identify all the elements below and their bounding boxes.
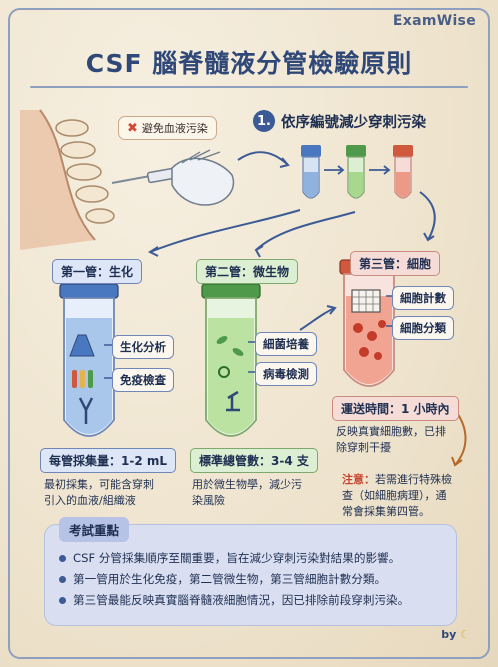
caution-line2: 查（如細胞病理），通 <box>342 488 447 502</box>
exam-point-text-2: 第一管用於生化免疫，第二管微生物，第三管細胞計數分類。 <box>73 572 387 587</box>
tube1-desc-line1: 最初採集，可能含穿刺 <box>44 478 154 491</box>
tube3-pill-diff: 細胞分類 <box>392 316 454 340</box>
arrow-tube2-to-tube3 <box>299 307 336 331</box>
tube1-desc-line2: 引入的血液/組織液 <box>44 493 136 507</box>
page-frame <box>8 8 490 659</box>
order-tube-1 <box>301 145 321 199</box>
bullet-icon <box>59 597 66 605</box>
tube2-desc-line1: 用於微生物學，減少污 <box>192 478 302 491</box>
exam-point-text-1: CSF 分管採集順序至關重要，旨在減少穿刺污染對結果的影響。 <box>73 551 401 565</box>
exam-title: 考試重點 <box>59 517 130 542</box>
order-tube-2 <box>346 145 366 199</box>
byline: by ☾ <box>441 628 470 641</box>
tube3-desc-line2: 除穿刺干擾 <box>336 440 391 454</box>
tube2-desc-line2: 染風險 <box>192 493 225 507</box>
tube3-desc-line1: 反映真實細胞數，已排 <box>336 425 446 438</box>
tube3-pill-count: 細胞計數 <box>392 286 454 310</box>
antibody-icon <box>78 397 94 424</box>
caution-line1: 若需進行特殊檢 <box>375 473 452 486</box>
virus-icon <box>218 366 230 378</box>
byline-text: by <box>441 628 457 641</box>
tube2-stat: 標準總管數：3-4 支 <box>190 448 318 473</box>
arrow-to-tube1 <box>149 209 301 253</box>
tube-3 <box>339 259 399 387</box>
tube1-pill-biochem: 生化分析 <box>112 335 174 359</box>
exam-point: 第三管最能反映真實腦脊髓液細胞情況，因已排除前段穿刺污染。 <box>59 593 454 608</box>
arrow-to-tube2 <box>255 211 356 251</box>
exam-point-text-3: 第三管最能反映真實腦脊髓液細胞情況，因已排除前段穿刺污染。 <box>73 593 410 608</box>
step-header: 1. 依序編號減少穿刺污染 <box>253 110 426 132</box>
caution-note: 注意：若需進行特殊檢 查（如細胞病理），通 常會採集第四管。 <box>342 472 470 520</box>
tube2-pill-bacteria: 細菌培養 <box>255 332 317 356</box>
exam-points-list: CSF 分管採集順序至關重要，旨在減少穿刺污染對結果的影響。 第一管用於生化免疫… <box>59 551 454 614</box>
exam-point: CSF 分管採集順序至關重要，旨在減少穿刺污染對結果的影響。 <box>59 551 454 566</box>
tube1-pill-immuno: 免疫檢查 <box>112 368 174 392</box>
title-divider <box>30 86 468 88</box>
gloved-hand-icon <box>171 149 235 206</box>
bullet-icon <box>59 555 66 562</box>
flask-icon <box>69 334 95 357</box>
spine-illustration <box>20 109 115 250</box>
tube3-label: 第三管：細胞 <box>350 251 441 276</box>
tube-1 <box>59 283 119 437</box>
banana-icon: ☾ <box>460 628 470 641</box>
warning-badge: ✖ 避免血液污染 <box>118 116 217 140</box>
arrow-to-caution <box>454 409 467 466</box>
tube1-label: 第一管：生化 <box>52 259 143 284</box>
exam-points-box: 考試重點 CSF 分管採集順序至關重要，旨在減少穿刺污染對結果的影響。 第一管用… <box>44 517 457 626</box>
tube2-pill-virus: 病毒檢測 <box>255 362 317 386</box>
step-number: 1. <box>253 110 275 132</box>
tube2-label: 第二管：微生物 <box>196 259 299 284</box>
bacteria-icon <box>216 336 228 344</box>
tube1-stat: 每管採集量：1-2 mL <box>40 448 177 473</box>
brand-name: ExamWise <box>392 13 476 29</box>
tube3-desc: 反映真實細胞數，已排 除穿刺干擾 <box>336 424 476 456</box>
bullet-icon <box>59 576 66 584</box>
microscope-icon <box>226 390 240 412</box>
order-tube-3 <box>393 145 413 199</box>
page-title: CSF 腦脊髓液分管檢驗原則 <box>85 49 413 78</box>
red-x-icon: ✖ <box>127 120 138 136</box>
needle-icon <box>111 166 182 184</box>
warning-text: 避免血液污染 <box>141 122 208 135</box>
arrow-to-tube3 <box>419 191 436 241</box>
exam-point: 第一管用於生化免疫，第二管微生物，第三管細胞計數分類。 <box>59 572 454 587</box>
caution-prefix: 注意： <box>342 473 375 486</box>
tube2-desc: 用於微生物學，減少污 染風險 <box>192 477 332 509</box>
step-text: 依序編號減少穿刺污染 <box>281 114 426 131</box>
tube1-desc: 最初採集，可能含穿刺 引入的血液/組織液 <box>44 477 194 509</box>
arrow-to-tubes <box>237 151 289 166</box>
tube-2 <box>201 283 261 437</box>
tube3-stat: 運送時間：1 小時內 <box>332 396 459 421</box>
caution-line3: 常會採集第四管。 <box>342 504 430 518</box>
